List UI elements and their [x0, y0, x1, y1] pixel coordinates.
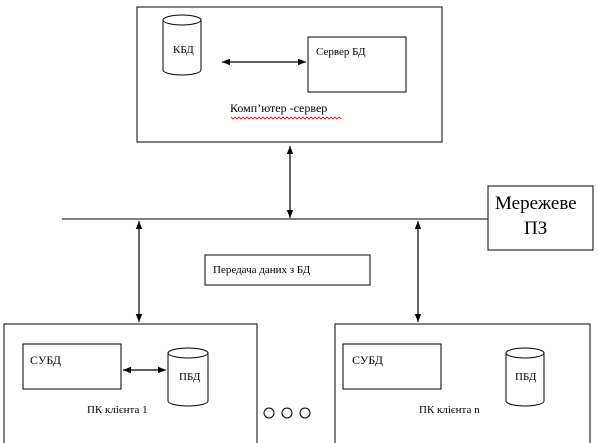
client-1-dbms-box — [22, 343, 122, 390]
client-n-pc-label: ПК клієнта n — [419, 404, 480, 416]
ellipsis-dot-2 — [281, 407, 293, 419]
db-server-label: Сервер БД — [316, 46, 366, 58]
db-server-box — [307, 36, 407, 93]
ellipsis-dot-1 — [263, 407, 275, 419]
client-1-database-label: ПБД — [179, 371, 201, 383]
client-n-database-label: ПБД — [515, 371, 537, 383]
client-1-dbms-label: СУБД — [30, 353, 61, 367]
client-n-dbms-label: СУБД — [352, 353, 383, 367]
server-computer-label: Комп’ютер -сервер — [230, 101, 327, 115]
network-software-label-line2: ПЗ — [524, 218, 547, 239]
ellipsis-dot-3 — [299, 407, 311, 419]
client-n-dbms-box — [342, 343, 442, 390]
client-1-pc-label: ПК клієнта 1 — [87, 404, 148, 416]
client-n-database-cylinder — [505, 347, 545, 407]
data-transfer-box — [204, 254, 371, 286]
network-software-label-line1: Мережеве — [495, 193, 577, 214]
central-database-cylinder — [162, 14, 202, 76]
network-software-box — [487, 185, 594, 251]
central-database-label: КБД — [173, 44, 194, 56]
spellcheck-underline — [230, 116, 342, 120]
client-1-database-cylinder — [167, 347, 209, 407]
data-transfer-label: Передача даних з БД — [213, 264, 311, 276]
